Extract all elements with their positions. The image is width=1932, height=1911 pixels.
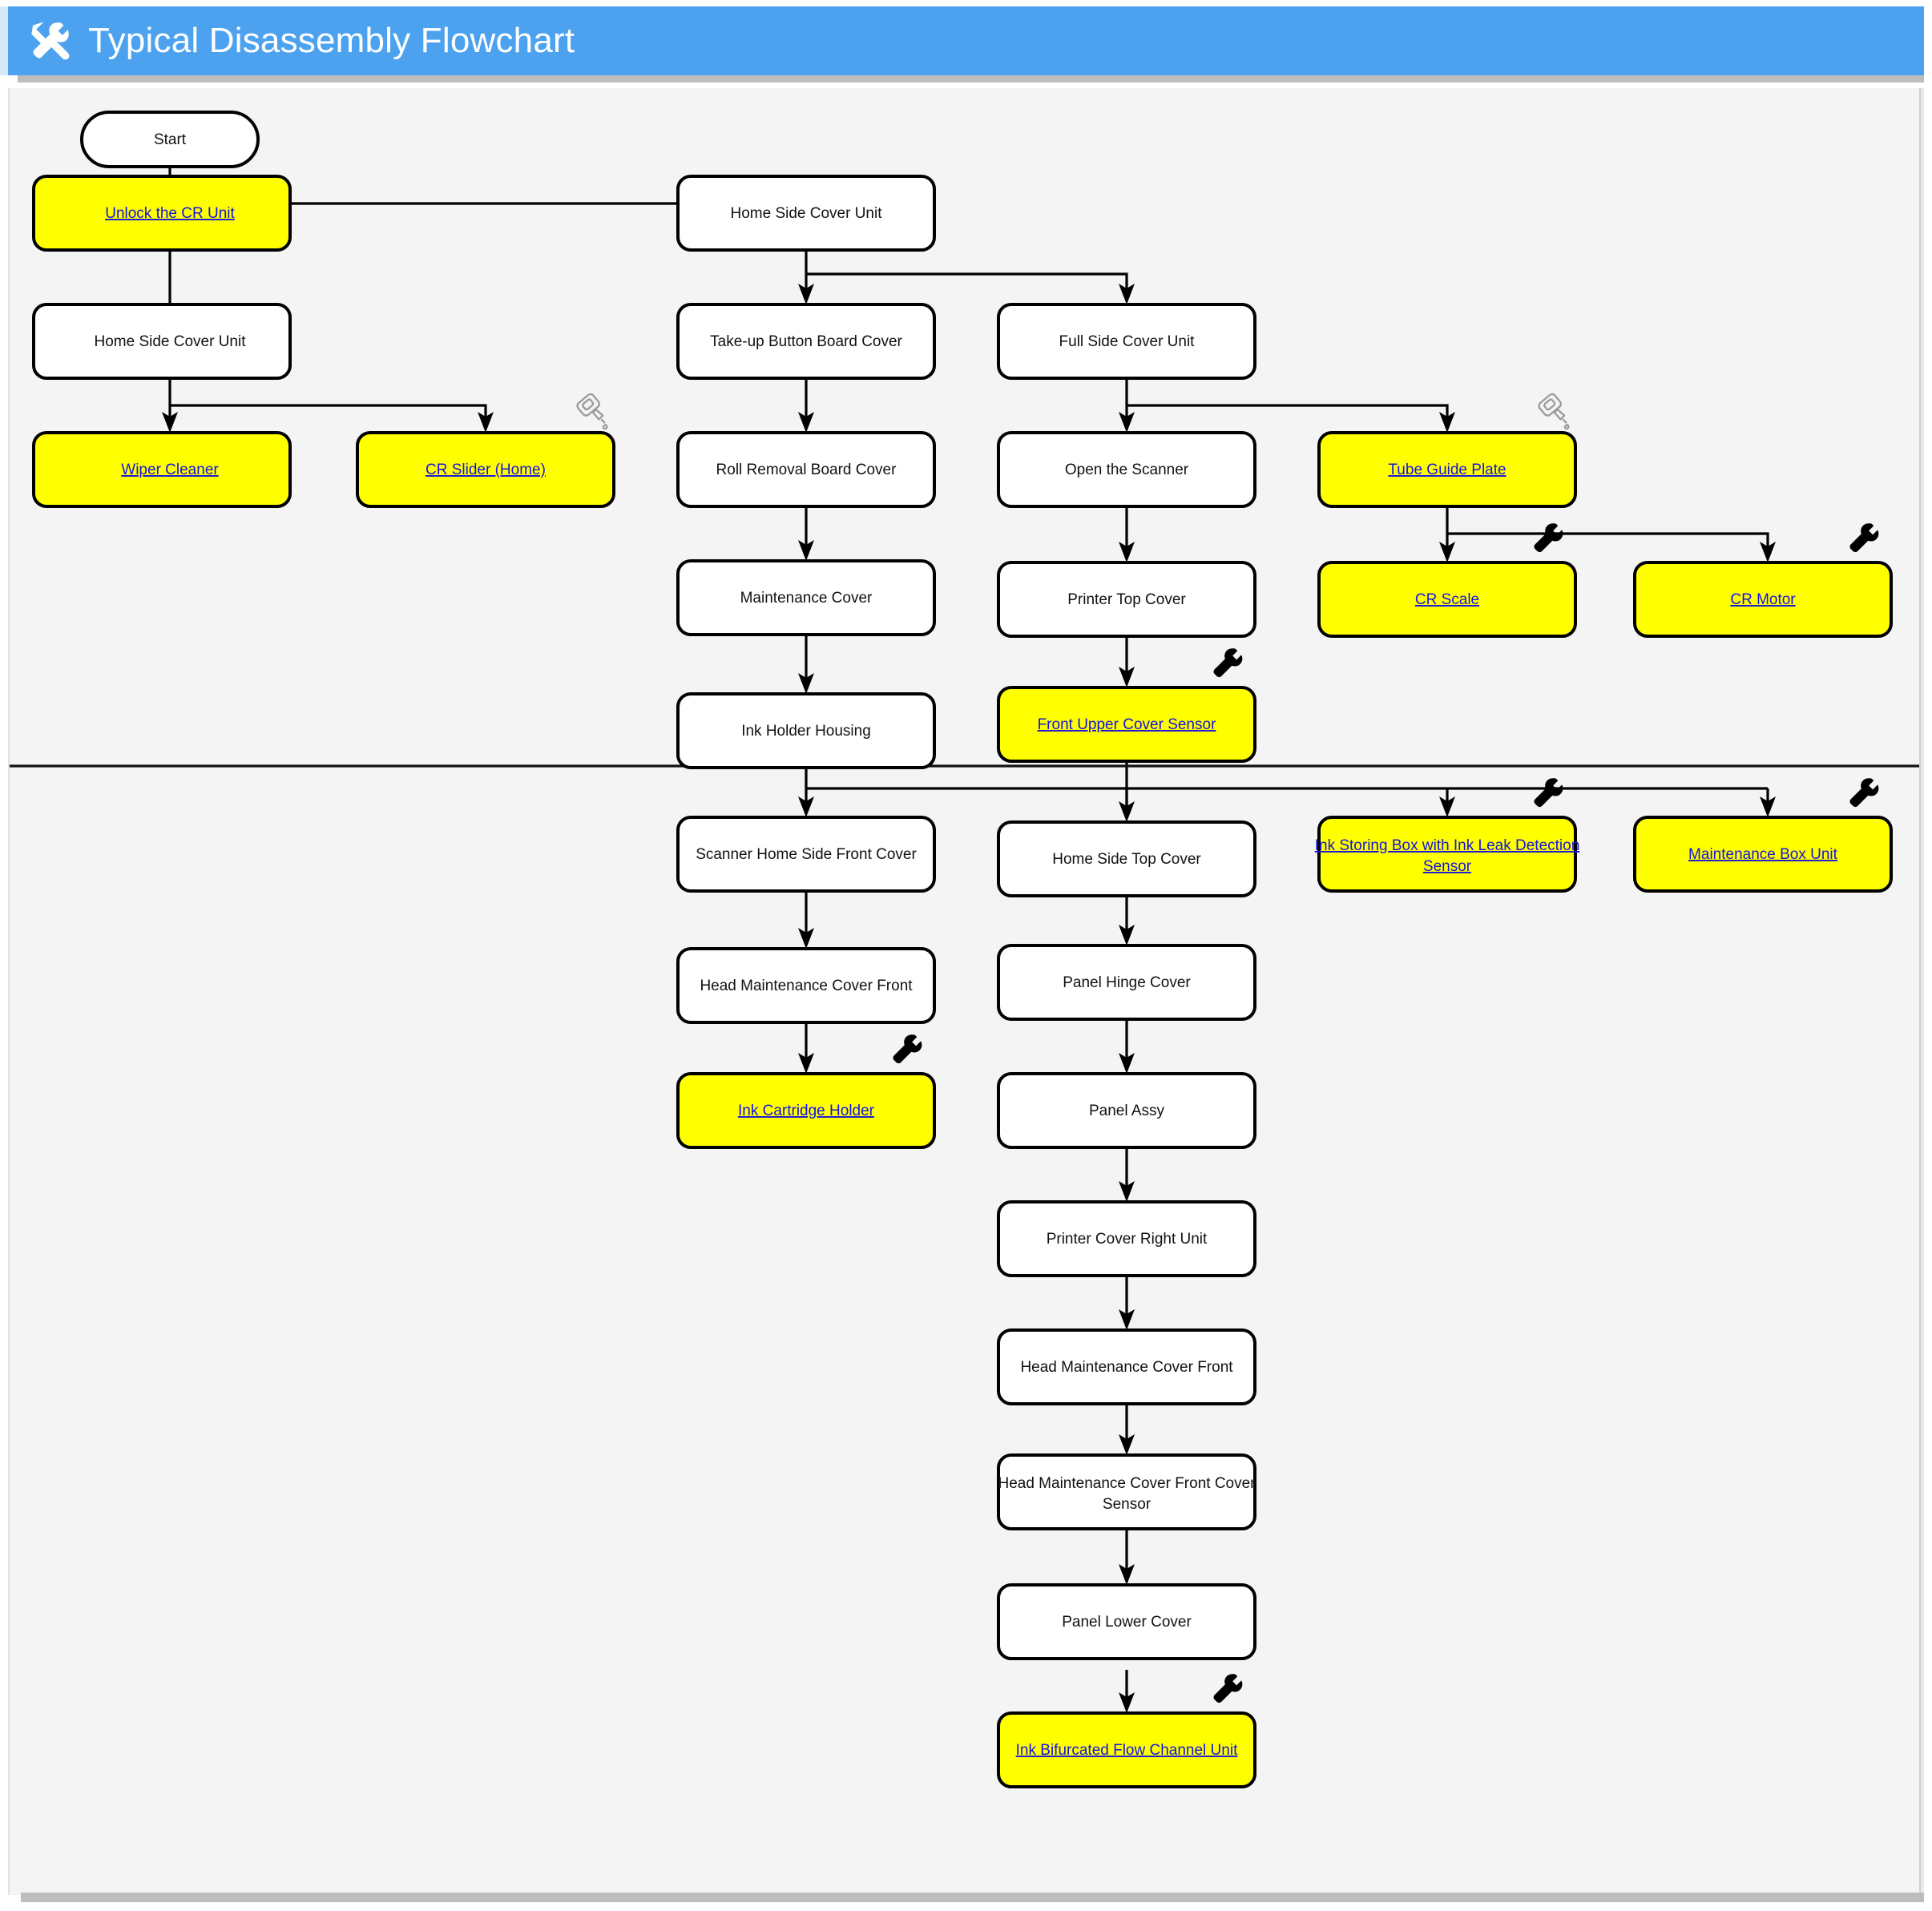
flow-node-full-side-cover-unit[interactable]: Full Side Cover Unit bbox=[997, 303, 1256, 380]
flow-node-label: Home Side Top Cover bbox=[1052, 851, 1201, 868]
flow-node-label[interactable]: Ink Cartridge Holder bbox=[738, 1103, 875, 1119]
flow-node-label[interactable]: Tube Guide Plate bbox=[1388, 462, 1506, 478]
flow-node-roll-removal-board-cover[interactable]: Roll Removal Board Cover bbox=[676, 431, 936, 508]
flow-node-label: Panel Lower Cover bbox=[1062, 1614, 1192, 1631]
flow-node-home-side-cover-unit-left[interactable]: Home Side Cover Unit bbox=[32, 303, 292, 380]
flow-node-label[interactable]: Front Upper Cover Sensor bbox=[1038, 716, 1216, 733]
grease-bottle-icon bbox=[1536, 391, 1570, 430]
flow-node-label[interactable]: Ink Bifurcated Flow Channel Unit bbox=[1016, 1742, 1238, 1759]
flow-node-label: Take-up Button Board Cover bbox=[710, 333, 902, 350]
flow-node-take-up-button-board-cover[interactable]: Take-up Button Board Cover bbox=[676, 303, 936, 380]
flow-node-start[interactable]: Start bbox=[80, 111, 260, 168]
wrench-icon bbox=[1213, 1674, 1243, 1703]
flow-node-label: Start bbox=[154, 131, 187, 148]
titlebar-left-edge bbox=[0, 6, 8, 75]
flow-node-panel-lower-cover[interactable]: Panel Lower Cover bbox=[997, 1583, 1256, 1660]
flow-node-label: Full Side Cover Unit bbox=[1059, 333, 1196, 350]
flow-node-printer-cover-right-unit[interactable]: Printer Cover Right Unit bbox=[997, 1200, 1256, 1277]
flow-node-label: Maintenance Cover bbox=[740, 590, 873, 607]
flow-node-printer-top-cover[interactable]: Printer Top Cover bbox=[997, 561, 1256, 638]
flow-node-ink-holder-housing[interactable]: Ink Holder Housing bbox=[676, 692, 936, 769]
wrench-icon bbox=[1534, 523, 1563, 553]
flow-node-panel-assy[interactable]: Panel Assy bbox=[997, 1072, 1256, 1149]
flow-node-label-line1: Head Maintenance Cover Front Cover bbox=[998, 1475, 1256, 1492]
flow-node-label: Printer Cover Right Unit bbox=[1047, 1231, 1208, 1248]
flow-node-label: Home Side Cover Unit bbox=[94, 333, 246, 350]
wrench-icon bbox=[1849, 523, 1879, 553]
flow-node-label[interactable]: CR Scale bbox=[1415, 591, 1479, 608]
flow-node-panel-hinge-cover[interactable]: Panel Hinge Cover bbox=[997, 944, 1256, 1021]
header-shadow bbox=[18, 75, 1924, 83]
flow-node-label-line1[interactable]: Ink Storing Box with Ink Leak Detection bbox=[1315, 837, 1580, 854]
flow-node-label: Panel Assy bbox=[1089, 1103, 1164, 1119]
flow-node-home-side-top-cover[interactable]: Home Side Top Cover bbox=[997, 820, 1256, 897]
flow-node-label[interactable]: CR Slider (Home) bbox=[426, 462, 546, 478]
wrench-icon bbox=[1213, 648, 1243, 678]
flow-node-ink-bifurcated-flow-channel-unit[interactable]: Ink Bifurcated Flow Channel Unit bbox=[997, 1711, 1256, 1788]
flow-node-label[interactable]: Unlock the CR Unit bbox=[105, 205, 235, 222]
flow-node-label: Panel Hinge Cover bbox=[1063, 974, 1191, 991]
flow-node-label: Ink Holder Housing bbox=[741, 723, 871, 740]
flow-node-maintenance-cover[interactable]: Maintenance Cover bbox=[676, 559, 936, 636]
grease-bottle-icon bbox=[575, 391, 608, 430]
wrench-icon bbox=[893, 1034, 922, 1064]
flow-node-label-line2[interactable]: Sensor bbox=[1423, 858, 1472, 875]
flow-node-label: Head Maintenance Cover Front bbox=[700, 978, 913, 994]
flow-node-unlock-the-cr-unit[interactable]: Unlock the CR Unit bbox=[32, 175, 292, 252]
flow-node-cr-scale[interactable]: CR Scale bbox=[1317, 561, 1577, 638]
wrench-screwdriver-icon bbox=[29, 19, 72, 62]
flow-node-wiper-cleaner[interactable]: Wiper Cleaner bbox=[32, 431, 292, 508]
flow-node-label: Roll Removal Board Cover bbox=[716, 462, 897, 478]
flowchart-canvas: Start Unlock the CR Unit Home Side Cover… bbox=[8, 88, 1919, 1895]
flow-node-label: Scanner Home Side Front Cover bbox=[696, 846, 917, 863]
flow-node-label[interactable]: Maintenance Box Unit bbox=[1688, 846, 1838, 863]
canvas-right-border bbox=[1919, 88, 1924, 1895]
wrench-icon bbox=[1534, 778, 1563, 808]
flow-node-head-maintenance-cover-front-right[interactable]: Head Maintenance Cover Front bbox=[997, 1328, 1256, 1405]
flow-node-label: Head Maintenance Cover Front bbox=[1020, 1359, 1233, 1376]
canvas-bottom-shadow bbox=[21, 1893, 1924, 1902]
flow-node-cr-slider-home[interactable]: CR Slider (Home) bbox=[356, 431, 615, 508]
page-title: Typical Disassembly Flowchart bbox=[88, 21, 575, 60]
flow-node-head-maintenance-cover-front-cover-sensor[interactable]: Head Maintenance Cover Front Cover Senso… bbox=[997, 1453, 1256, 1530]
flow-node-ink-cartridge-holder[interactable]: Ink Cartridge Holder bbox=[676, 1072, 936, 1149]
flow-node-head-maintenance-cover-front-mid[interactable]: Head Maintenance Cover Front bbox=[676, 947, 936, 1024]
flow-node-label: Home Side Cover Unit bbox=[730, 205, 882, 222]
flow-node-scanner-home-side-front-cover[interactable]: Scanner Home Side Front Cover bbox=[676, 816, 936, 893]
app-header: Typical Disassembly Flowchart bbox=[8, 6, 1924, 75]
flow-node-label: Printer Top Cover bbox=[1067, 591, 1186, 608]
flow-nodes: Start Unlock the CR Unit Home Side Cover… bbox=[32, 111, 1893, 1788]
flow-node-home-side-cover-unit-mid[interactable]: Home Side Cover Unit bbox=[676, 175, 936, 252]
flow-node-label[interactable]: CR Motor bbox=[1730, 591, 1796, 608]
flow-node-ink-storing-box-with-ink-leak-detection-sensor[interactable]: Ink Storing Box with Ink Leak Detection … bbox=[1315, 816, 1580, 893]
flow-node-open-the-scanner[interactable]: Open the Scanner bbox=[997, 431, 1256, 508]
flow-node-front-upper-cover-sensor[interactable]: Front Upper Cover Sensor bbox=[997, 686, 1256, 763]
flow-edges bbox=[10, 167, 1919, 1713]
flow-node-maintenance-box-unit[interactable]: Maintenance Box Unit bbox=[1633, 816, 1893, 893]
flowchart-svg: Start Unlock the CR Unit Home Side Cover… bbox=[10, 111, 1919, 1788]
flow-node-label-line2: Sensor bbox=[1103, 1496, 1152, 1513]
flow-node-label: Open the Scanner bbox=[1065, 462, 1189, 478]
flow-node-tube-guide-plate[interactable]: Tube Guide Plate bbox=[1317, 431, 1577, 508]
flow-node-label[interactable]: Wiper Cleaner bbox=[121, 462, 219, 478]
wrench-icon bbox=[1849, 778, 1879, 808]
flow-node-cr-motor[interactable]: CR Motor bbox=[1633, 561, 1893, 638]
